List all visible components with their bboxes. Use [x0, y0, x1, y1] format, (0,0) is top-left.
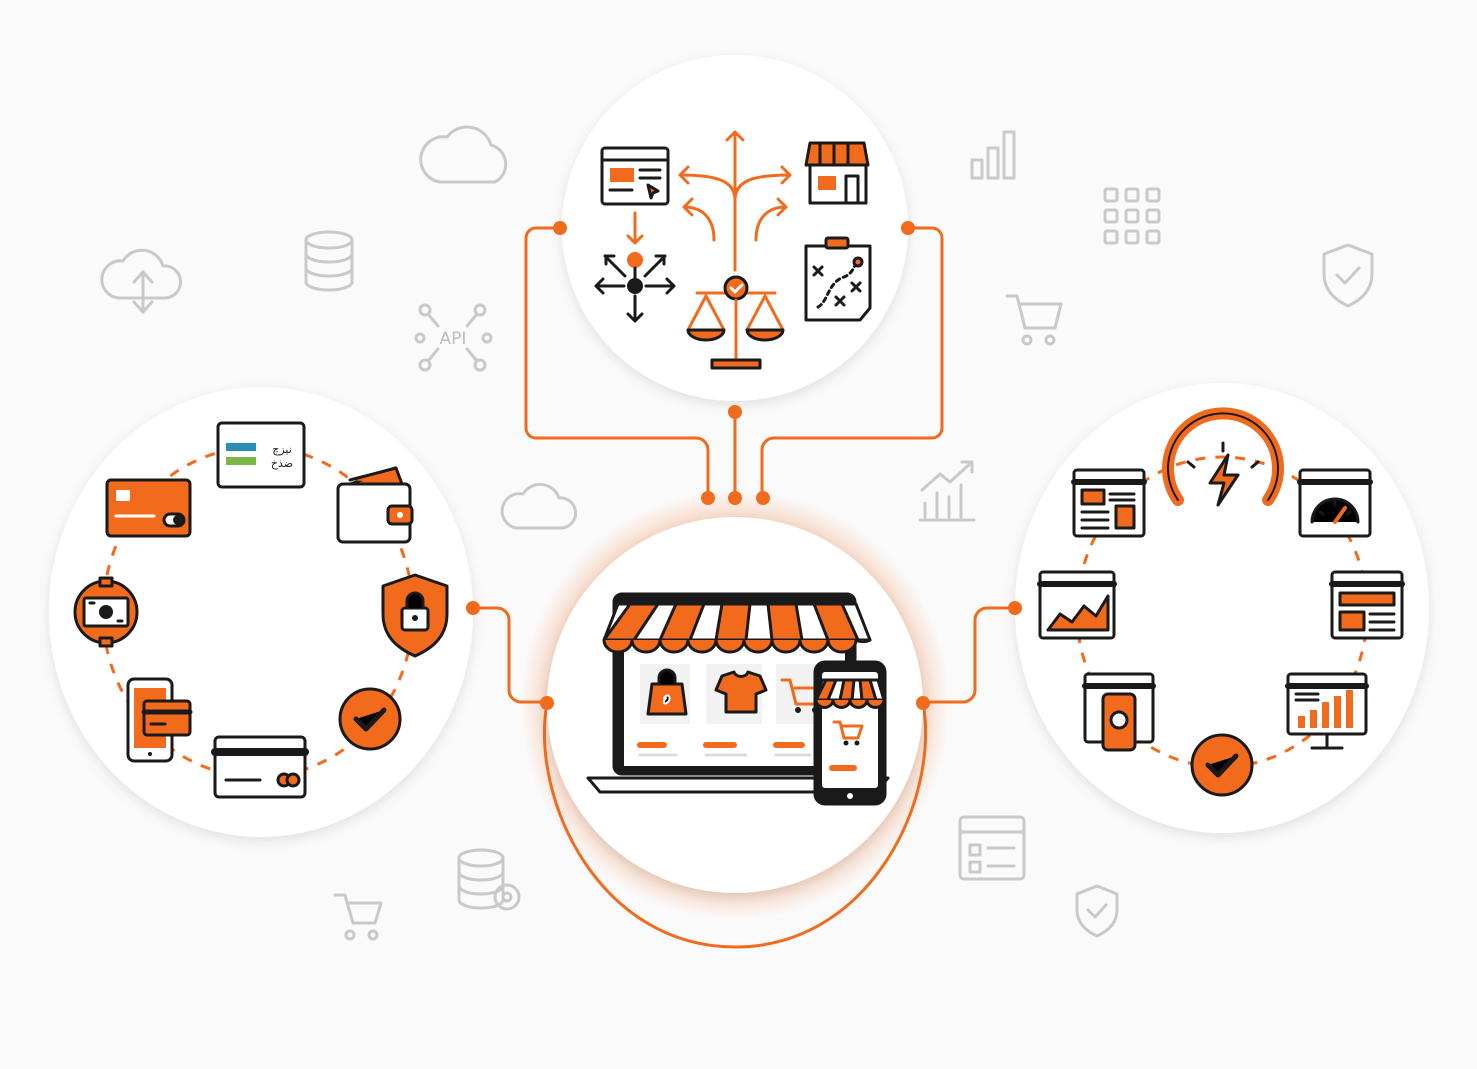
- mobile-card-icon: [126, 677, 193, 763]
- cloud-icon: [500, 482, 578, 530]
- mastercard-card-icon: [211, 735, 309, 799]
- form-document-icon: [958, 815, 1026, 881]
- smartphone-store-icon: [813, 660, 887, 806]
- svg-text:نیزچ: نیزچ: [272, 443, 292, 456]
- content-window-icon: [1329, 570, 1405, 640]
- branching-arrows-icon: [678, 130, 792, 272]
- balance-scale-icon: [686, 275, 785, 370]
- shopping-cart-icon: [1005, 294, 1063, 346]
- shield-check-icon: [1322, 243, 1374, 308]
- shopping-bag-icon: [646, 668, 688, 716]
- tshirt-icon: [714, 670, 768, 714]
- connector-dots: [466, 221, 1022, 710]
- decision-arrows-icon: [594, 211, 676, 323]
- strategy-plan-icon: [804, 236, 872, 322]
- api-label: API: [440, 329, 467, 349]
- security-lock-icon: [381, 573, 449, 658]
- api-network-icon: [414, 303, 493, 372]
- growth-chart-icon: [918, 460, 976, 522]
- analytics-window-icon: [1037, 570, 1117, 640]
- svg-text:ضذخ: ضذخ: [271, 457, 293, 470]
- bar-chart-icon: [970, 130, 1016, 180]
- wallet-icon: [336, 466, 414, 544]
- shield-check-icon: [1075, 884, 1119, 938]
- checkmark-icon: [1190, 733, 1254, 797]
- gauge-window-icon: [1297, 468, 1373, 538]
- dashboard-layout-icon: [1071, 468, 1147, 538]
- cloud-icon: [419, 125, 508, 184]
- database-settings-icon: [457, 848, 521, 911]
- web-page-cursor-icon: [600, 146, 670, 206]
- grid-dots-icon: [1103, 187, 1161, 245]
- shopping-cart-icon: [333, 893, 383, 941]
- storefront-icon: [804, 141, 870, 205]
- checkmark-icon: [338, 687, 402, 751]
- cloud-upload-icon: [100, 248, 182, 314]
- cash-money-icon: [73, 576, 139, 648]
- bar-report-icon: [1285, 672, 1369, 750]
- database-icon: [304, 230, 354, 292]
- credit-card-icon: [105, 478, 192, 538]
- mobile-app-icon: [1082, 672, 1156, 752]
- bank-card-icon: نیزچ ضذخ: [216, 421, 306, 489]
- speedometer-bolt-icon: [1162, 407, 1284, 507]
